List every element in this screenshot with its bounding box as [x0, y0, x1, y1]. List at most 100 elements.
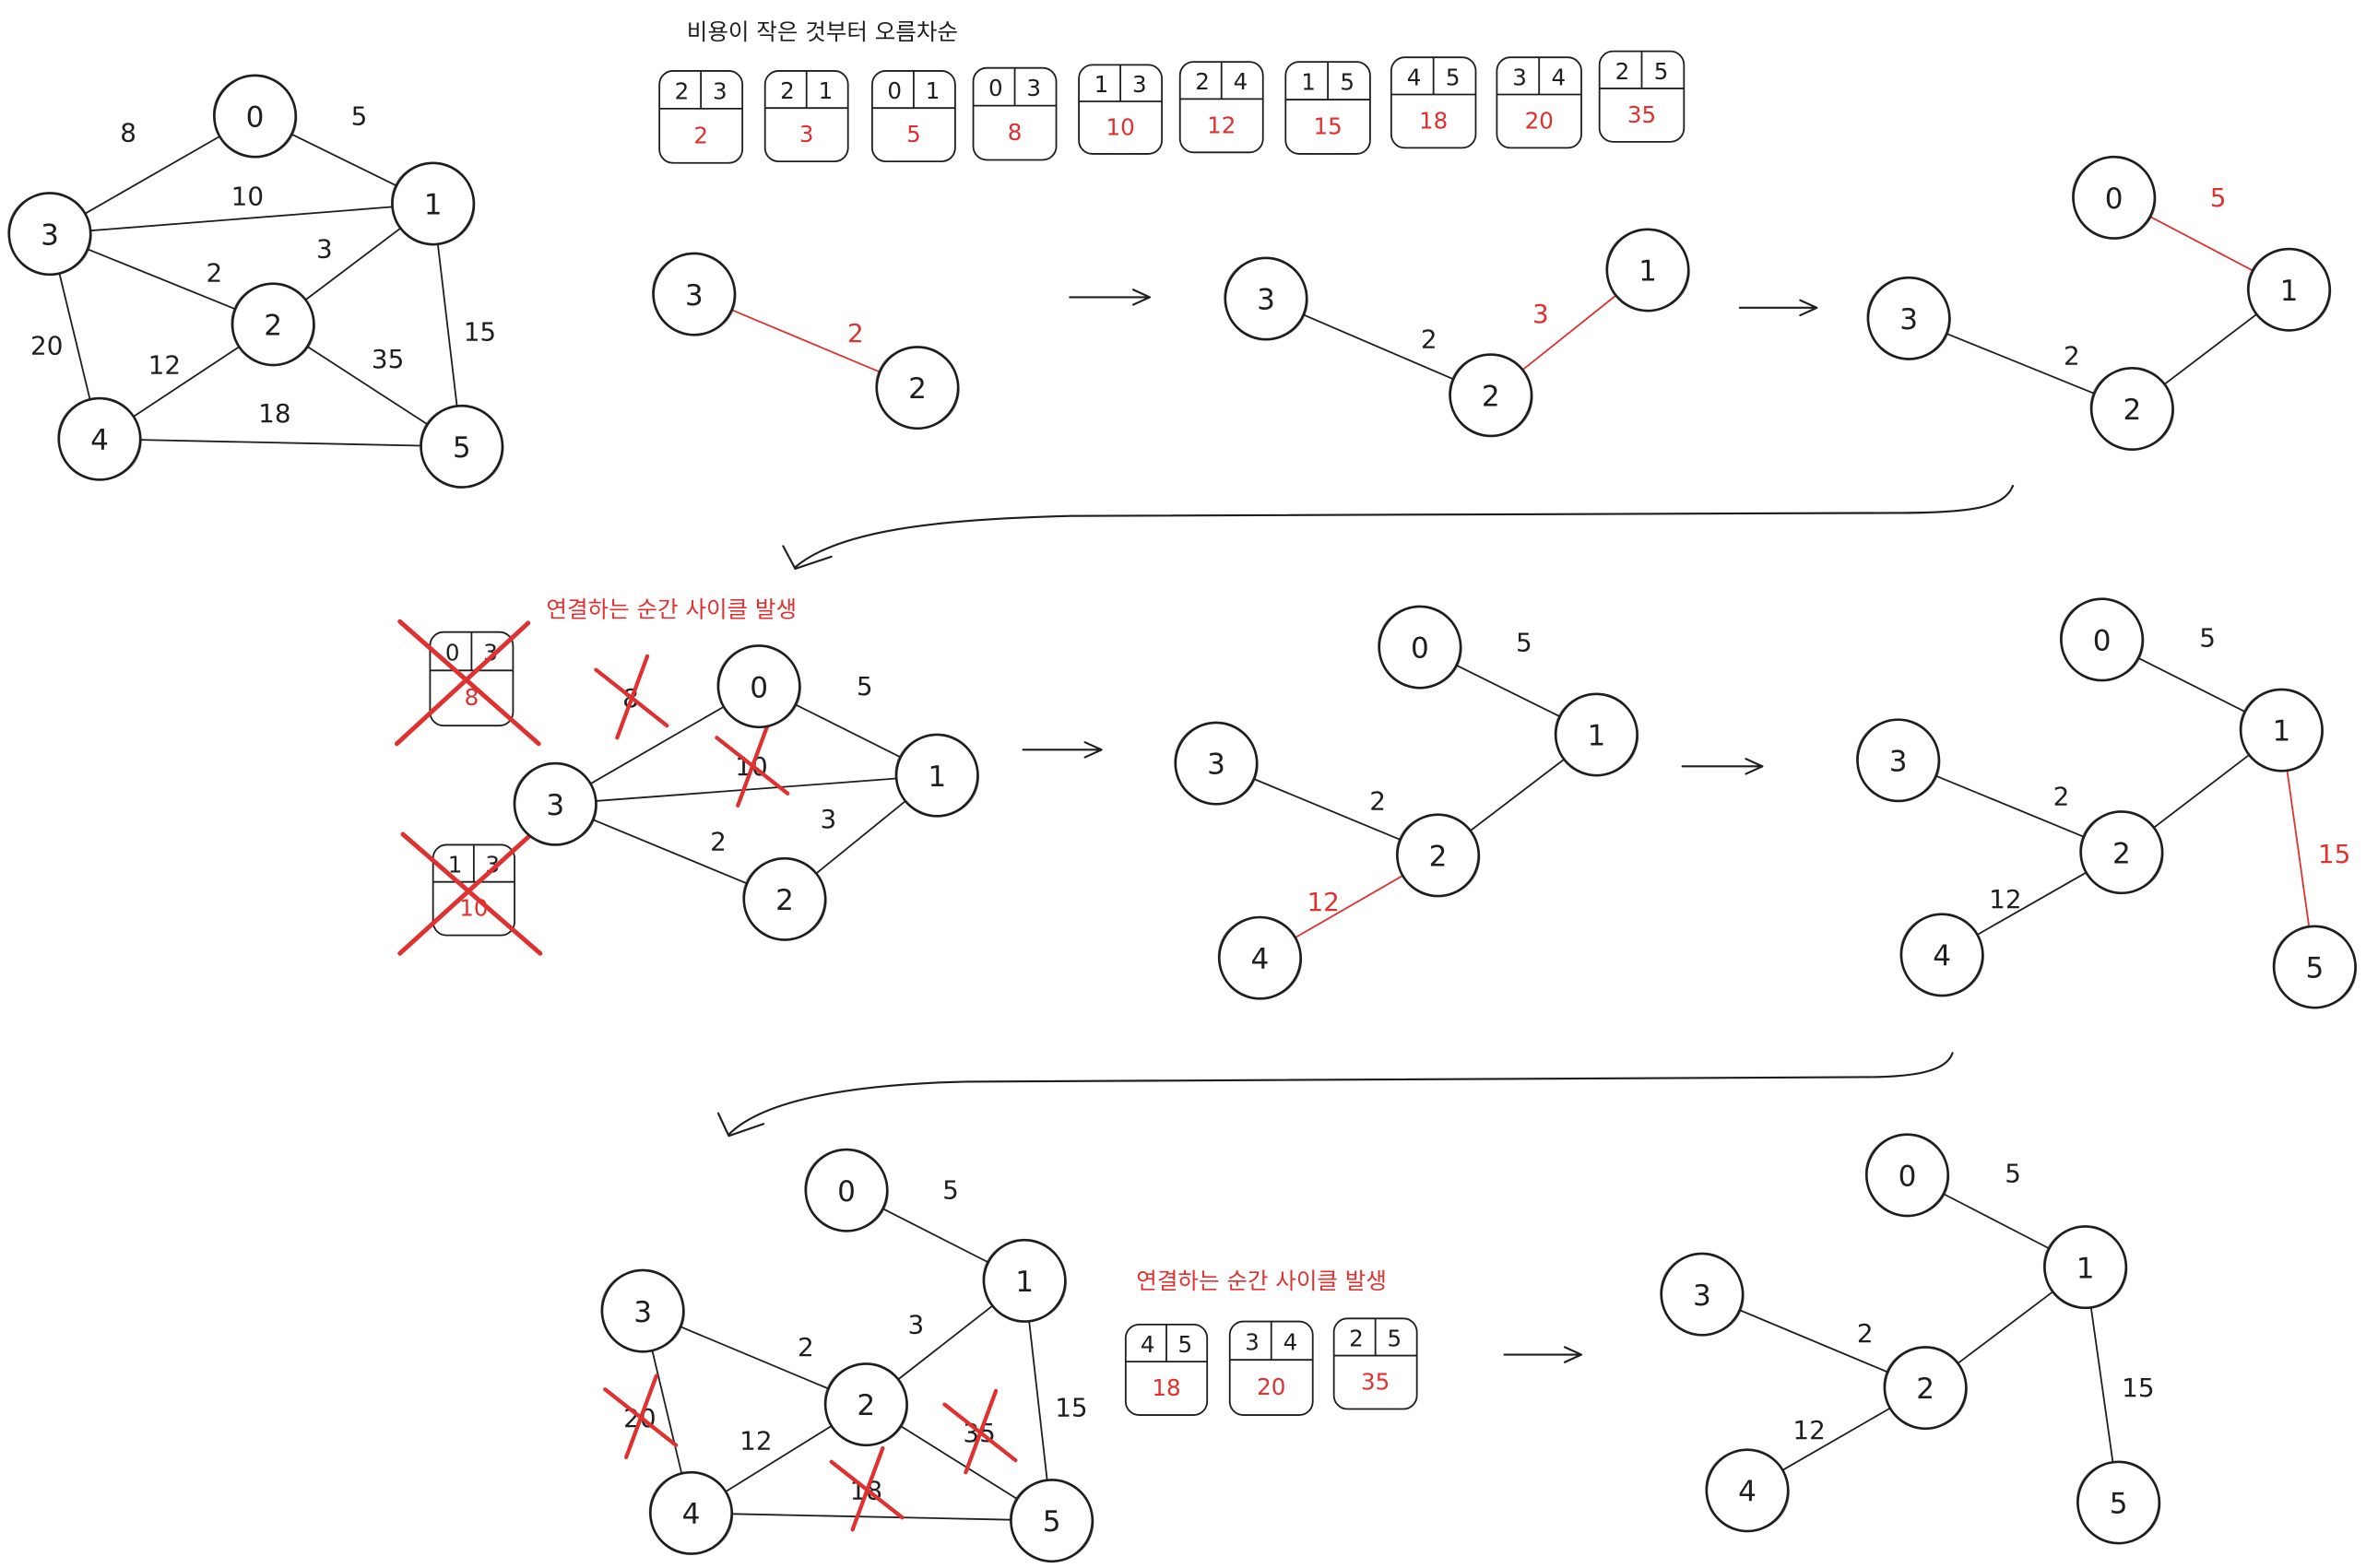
- node-0: 0: [716, 644, 801, 729]
- edge-4-5: [730, 1513, 1012, 1521]
- card-divider: [1079, 65, 1163, 102]
- next-row-arrow: [782, 484, 2015, 571]
- card-to-node: 4: [1284, 1328, 1298, 1355]
- edge-weight-3-2: 2: [1421, 324, 1437, 355]
- edge-2-1: [2153, 754, 2251, 829]
- card-weight: 18: [1152, 1374, 1180, 1401]
- step-arrow: [1681, 758, 1764, 775]
- node-circle-sketch: [2272, 925, 2358, 1008]
- edge-weight-3-2: 2: [710, 827, 727, 857]
- edge-weight-4-2: 12: [148, 350, 181, 381]
- card-weight: 18: [1419, 107, 1448, 134]
- node-circle-sketch: [2042, 1226, 2128, 1308]
- node-5: 5: [420, 404, 504, 489]
- node-label: 2: [2123, 394, 2141, 427]
- card-divider: [430, 631, 514, 672]
- node-circle-sketch: [1660, 1253, 1745, 1336]
- card-divider: [1333, 1318, 1417, 1357]
- node-2: 2: [231, 282, 315, 367]
- node-label: 3: [633, 1296, 652, 1329]
- card-frame: [763, 70, 849, 163]
- card-from-node: 4: [1141, 1331, 1155, 1358]
- node-label: 1: [1588, 720, 1606, 753]
- edge-weight-2-1: 3: [907, 1309, 924, 1339]
- edge-2-4: [725, 1424, 833, 1493]
- node-2: 2: [2089, 367, 2175, 452]
- edge-3-2: [679, 1326, 830, 1390]
- node-label: 2: [1482, 380, 1500, 413]
- node-label: 4: [682, 1498, 701, 1531]
- card-reject-mark: [397, 831, 543, 956]
- node-1: 1: [894, 733, 979, 818]
- node-circle-sketch: [1224, 257, 1308, 340]
- card-weight: 10: [459, 895, 488, 922]
- node-circle-sketch: [1217, 916, 1303, 999]
- edge-weight-3-1: 10: [231, 181, 264, 211]
- node-circle-sketch: [1009, 1480, 1094, 1562]
- node-label: 1: [2076, 1252, 2095, 1285]
- card-to-node: 5: [1388, 1325, 1402, 1351]
- edge-1-5: [2089, 1306, 2114, 1464]
- node-2: 2: [1883, 1346, 1968, 1431]
- card-from-node: 0: [445, 640, 460, 666]
- node-label: 4: [1738, 1475, 1757, 1508]
- node-0: 0: [1864, 1133, 1950, 1218]
- step-arrow: [1503, 1346, 1583, 1363]
- node-circle-sketch: [2089, 368, 2175, 450]
- node-1: 1: [1554, 692, 1639, 777]
- node-circle-sketch: [1554, 693, 1639, 776]
- node-5: 5: [2076, 1460, 2161, 1545]
- node-label: 0: [750, 671, 768, 704]
- edge-reject-mark: [942, 1388, 1018, 1475]
- edge-4-2: [132, 346, 241, 418]
- node-4: 4: [1217, 915, 1303, 1000]
- node-1: 1: [982, 1238, 1067, 1323]
- card-reject-mark: [394, 619, 541, 747]
- node-label: 3: [1899, 303, 1918, 336]
- edge-weight-0-1: 5: [2005, 1159, 2021, 1189]
- step-arrow: [1022, 741, 1103, 759]
- card-divider: [432, 844, 515, 883]
- node-1: 1: [1605, 228, 1690, 312]
- node-4: 4: [648, 1470, 734, 1555]
- node-circle-sketch: [57, 397, 142, 480]
- card-to-node: 4: [1551, 64, 1566, 90]
- node-circle-sketch: [2246, 248, 2332, 331]
- edge-weight-3-4: 20: [30, 330, 63, 360]
- edge-2-5: [306, 345, 429, 426]
- node-3: 3: [1660, 1252, 1745, 1337]
- edge-weight-0-1: 5: [351, 101, 368, 132]
- node-label: 0: [1899, 1160, 1917, 1193]
- edge-weight-0-1: 5: [942, 1175, 959, 1206]
- reject-stroke: [397, 833, 532, 956]
- card-weight: 12: [1207, 112, 1236, 138]
- node-circle-sketch: [982, 1240, 1067, 1322]
- node-1: 1: [2239, 688, 2325, 772]
- node-4: 4: [1705, 1448, 1790, 1533]
- node-circle-sketch: [2072, 157, 2157, 239]
- edge-weight-3-2: 2: [1369, 785, 1386, 816]
- node-label: 3: [1889, 745, 1908, 778]
- node-label: 3: [685, 279, 704, 312]
- edge-reject-mark: [715, 722, 790, 808]
- edge-weight-0-1: 5: [857, 671, 873, 701]
- node-0: 0: [2072, 155, 2157, 240]
- card-divider: [1125, 1324, 1208, 1363]
- node-label: 0: [837, 1175, 856, 1208]
- edge-weight-3-2: 2: [798, 1332, 814, 1362]
- reject-stroke: [615, 654, 650, 740]
- node-label: 1: [1015, 1266, 1034, 1299]
- edge-2-1: [1521, 294, 1617, 371]
- node-circle-sketch: [600, 1269, 685, 1352]
- edge-0-1: [794, 703, 902, 759]
